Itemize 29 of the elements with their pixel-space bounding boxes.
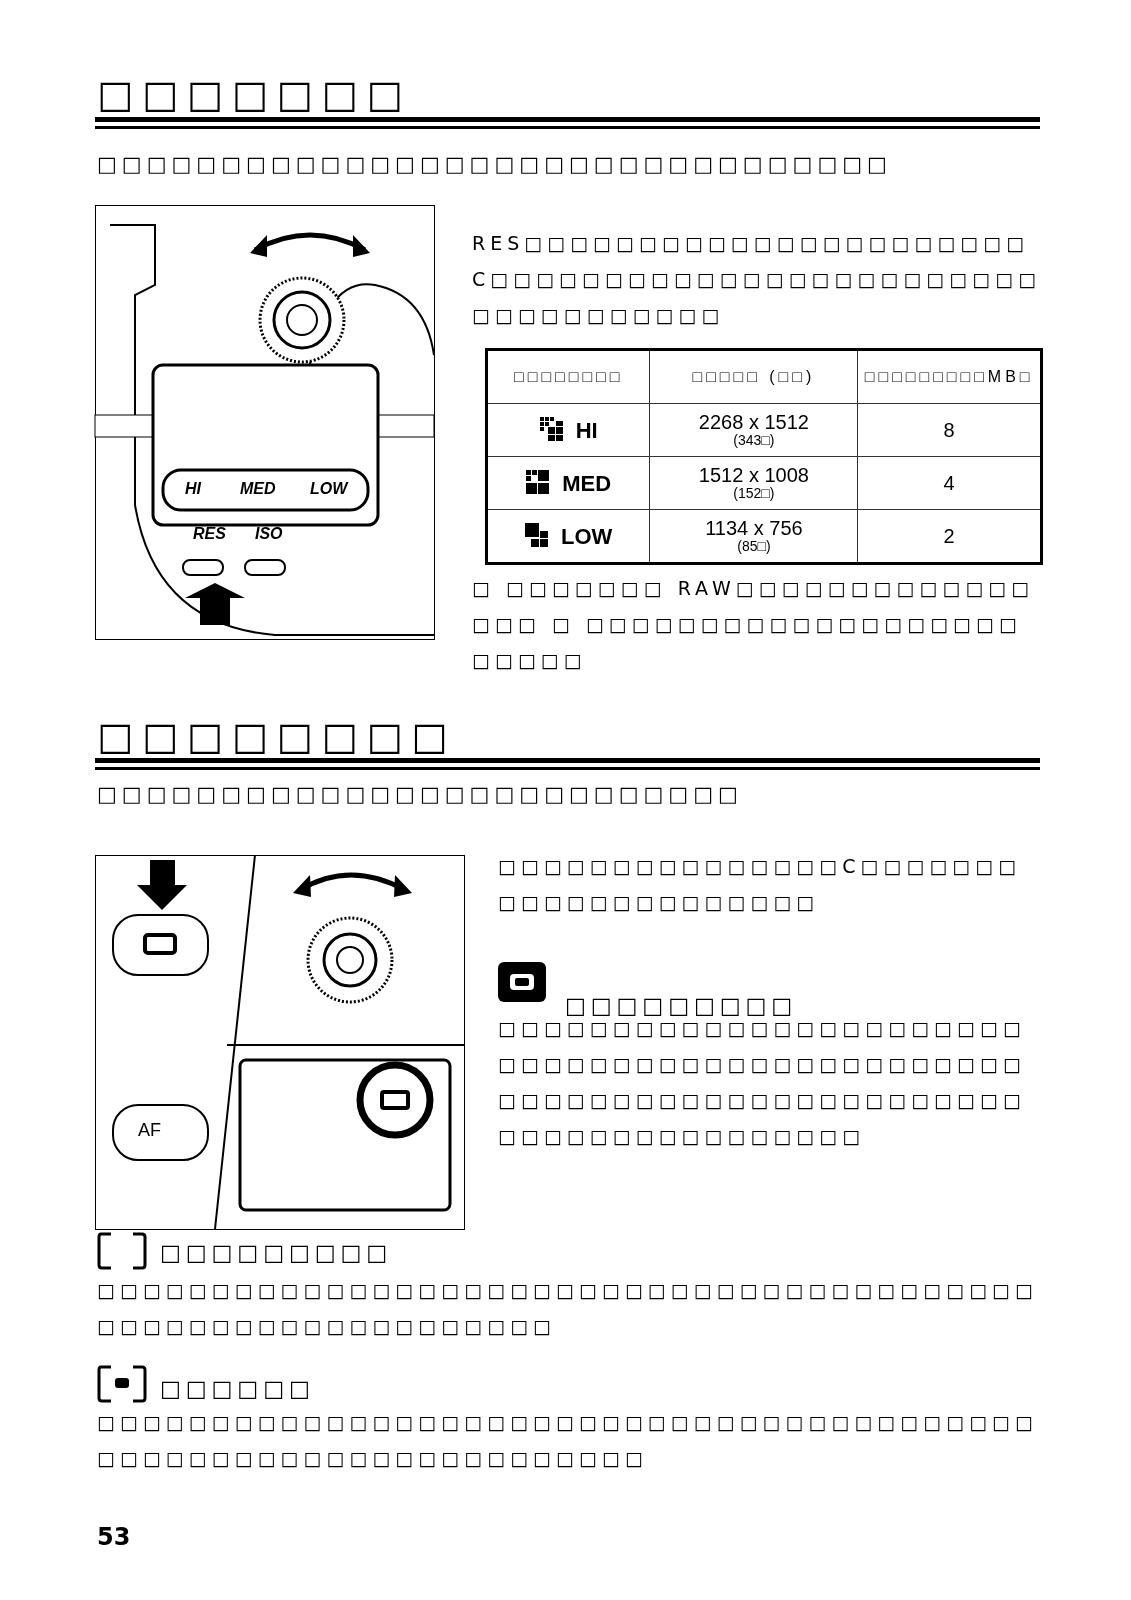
- body-paragraph: □□□□□□□□□□□□□□□□□□□□□□□□□□□□□□□□□□□□□□□□□□□□□□□□□□□□□□□□□□□□□□□□□: [97, 1410, 1040, 1472]
- resolution-label: MED: [562, 470, 612, 496]
- page-number: 53: [97, 1522, 132, 1553]
- button-label: RES: [193, 525, 226, 543]
- section-heading: □□□□□□□□: [97, 713, 458, 760]
- pixel-size: 1512 x 1008: [697, 465, 810, 487]
- button-label: AF: [138, 1120, 161, 1141]
- lcd-text: HI: [185, 480, 201, 498]
- pixel-count: (85□): [736, 539, 772, 554]
- resolution-label: LOW: [561, 523, 613, 549]
- resolution-label: HI: [575, 417, 598, 443]
- section-heading: □□□□□□□: [97, 71, 413, 118]
- table-header-cell: □□□□□ (□□): [649, 349, 858, 404]
- lcd-text: MED: [240, 480, 276, 498]
- table-header-cell: □□□□□□□□: [486, 349, 650, 404]
- mode-heading: □□□□□□: [160, 1375, 316, 1403]
- body-paragraph: □□□□□□□□□□□□□□□□□□□□□□□□□□□□□□□□□□□□□□□□□□□□□□□□□□□□□□□□□□□□□: [97, 1278, 1040, 1340]
- pixel-count: (152□): [732, 486, 776, 501]
- lcd-text: LOW: [310, 480, 348, 498]
- pixel-size: 2268 x 1512: [697, 412, 810, 434]
- body-paragraph: RES□□□□□□□□□□□□□□□□□□□□□□ C□□□□□□□□□□□□□□□□□□□□□□□□□□□□□□□□□□□: [472, 231, 1043, 329]
- button-label: ISO: [255, 525, 283, 543]
- body-paragraph: □□□□□□□□□□□□□□□C□□□□□□□□□□□□□□□□□□□□□: [498, 854, 1023, 916]
- pixel-count: (343□): [732, 433, 776, 448]
- pixel-size: 1134 x 756: [704, 518, 804, 540]
- intro-text: □□□□□□□□□□□□□□□□□□□□□□□□□□□□□□□□: [97, 151, 893, 178]
- table-note: □ □□□□□□□ RAW□□□□□□□□□□□□□□□□ □ □□□□□□□□□□□□□□□□□□□□□□□□: [472, 576, 1036, 674]
- mode-heading: □□□□□□□□□: [160, 1239, 394, 1267]
- intro-text: □□□□□□□□□□□□□□□□□□□□□□□□□□: [97, 781, 744, 808]
